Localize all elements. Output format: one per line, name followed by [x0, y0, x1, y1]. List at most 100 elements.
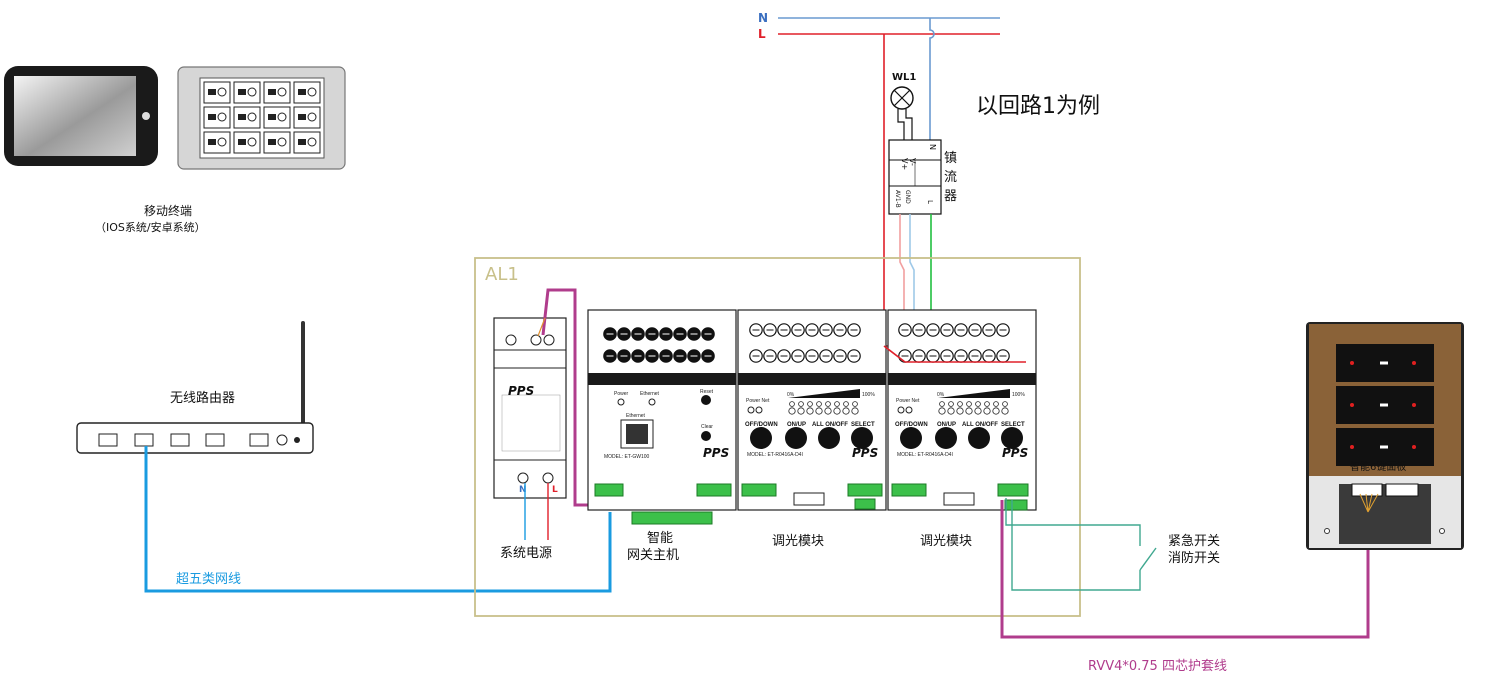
dimmer-led: [834, 401, 840, 407]
dimmer-a-all: ALL ON/OFF: [812, 422, 848, 428]
emergency-wire-2: [1011, 500, 1141, 591]
mobile-label-1: 移动终端: [144, 203, 192, 218]
dimmer-led: [852, 401, 858, 407]
touch-panel-button: [293, 131, 321, 154]
dimmer-led: [974, 407, 982, 415]
dimmer-a-brand: PPS: [852, 446, 878, 460]
touch-panel-glyph: [277, 87, 287, 97]
power-led: [747, 406, 755, 414]
panel-key-dash: [1380, 361, 1388, 365]
dimmer-led: [1001, 407, 1009, 415]
panel-key-led-right: [1412, 361, 1416, 365]
panel-label: 智能6键面板: [1350, 460, 1406, 473]
panel-key-dash: [1380, 403, 1388, 407]
touch-panel-button: [233, 131, 261, 154]
dimmer-led: [825, 401, 831, 407]
touch-panel-glyph: [238, 139, 246, 145]
ballast-pin-b2: GND: [904, 190, 911, 204]
touch-panel-glyph: [217, 87, 227, 97]
touch-panel-button: [233, 106, 261, 129]
touch-panel-glyph: [268, 114, 276, 120]
psu-brand: PPS: [508, 384, 534, 398]
dimmer-led: [824, 407, 832, 415]
touch-panel-glyph: [217, 112, 227, 122]
dimmer-led: [789, 401, 795, 407]
dimmer-b-select: SELECT: [1001, 422, 1025, 428]
touch-panel-button: [293, 81, 321, 104]
terminal-rows: [603, 323, 1010, 363]
cat5-label: 超五类网线: [176, 572, 241, 587]
ballast-pin-v-plus: V+: [900, 158, 909, 170]
panel-key-led-left: [1350, 445, 1354, 449]
dimmer-a-powernet: Power Net: [746, 398, 770, 404]
panel-key-dash: [1380, 445, 1388, 449]
power-supply: [493, 317, 567, 499]
router-icon: [76, 321, 314, 454]
dimmer-led: [966, 401, 972, 407]
led-rows: [747, 401, 1009, 415]
net-led: [905, 406, 913, 414]
touch-panel-button: [203, 106, 231, 129]
dimmer-led: [957, 401, 963, 407]
cat5-cable: [144, 446, 612, 593]
gateway-power-led: Power: [614, 391, 629, 397]
gateway-label-1: 智能: [647, 531, 673, 546]
dimmer-a-on: ON/UP: [787, 422, 806, 428]
emergency-label-1: 紧急开关: [1168, 534, 1220, 549]
touch-panel-glyph: [307, 137, 317, 147]
touch-panel-button: [203, 81, 231, 104]
ballast-pin-l: L: [926, 200, 934, 204]
touch-panel-button: [263, 131, 291, 154]
dimmer-led: [815, 407, 823, 415]
dimmer-b-brand: PPS: [1002, 446, 1028, 460]
dimmer-b-label: 调光模块: [920, 534, 972, 549]
touch-panel-icon: [177, 66, 346, 170]
ballast-label-1: 镇: [944, 151, 957, 166]
dimmer-a-label: 调光模块: [772, 534, 824, 549]
dimmer-led: [975, 401, 981, 407]
psu-n-label: N: [519, 485, 527, 495]
dimmer-led: [984, 401, 990, 407]
psu-l-label: L: [552, 485, 558, 495]
panel-key-led-right: [1412, 445, 1416, 449]
touch-panel-glyph: [208, 139, 216, 145]
dimmer-b-0: 0%: [937, 392, 945, 398]
touch-panel-glyph: [298, 114, 306, 120]
dimmer-led: [816, 401, 822, 407]
touch-panel-glyph: [247, 112, 257, 122]
touch-panel-button: [233, 81, 261, 104]
dimmer-led: [947, 407, 955, 415]
touch-panel-glyph: [238, 114, 246, 120]
dimmer-led: [842, 407, 850, 415]
dimmer-led: [843, 401, 849, 407]
dimmer-b-off: OFF/DOWN: [895, 422, 928, 428]
dimmer-led: [965, 407, 973, 415]
gateway-module: [587, 309, 737, 525]
panel-wires: [1359, 493, 1379, 513]
touch-panel-glyph: [208, 89, 216, 95]
dimmer-led: [797, 407, 805, 415]
dimmer-led: [798, 401, 804, 407]
touch-panel-glyph: [208, 114, 216, 120]
touch-panel-glyph: [217, 137, 227, 147]
touch-panel-buttons: [203, 81, 321, 154]
router-label: 无线路由器: [170, 390, 235, 406]
dimmer-led: [1002, 401, 1008, 407]
panel-key-led-right: [1412, 403, 1416, 407]
example-label: 以回路1为例: [976, 94, 1100, 119]
dimmer-led: [807, 401, 813, 407]
gateway-reset-label: Reset: [700, 389, 714, 395]
dimmer-a-select: SELECT: [851, 422, 875, 428]
dimmer-a-0: 0%: [787, 392, 795, 398]
emergency-wire-1: [1005, 498, 1141, 546]
emergency-label-2: 消防开关: [1168, 550, 1220, 566]
gateway-model: MODEL: ET-GW100: [604, 454, 650, 460]
lamp-label: WL1: [892, 72, 916, 83]
panel-key-led-left: [1350, 403, 1354, 407]
touch-panel-button: [263, 106, 291, 129]
ballast-label-2: 流: [944, 170, 957, 185]
touch-panel-glyph: [298, 139, 306, 145]
touch-panel-button: [263, 81, 291, 104]
net-led: [755, 406, 763, 414]
ballast-box: [888, 139, 942, 215]
